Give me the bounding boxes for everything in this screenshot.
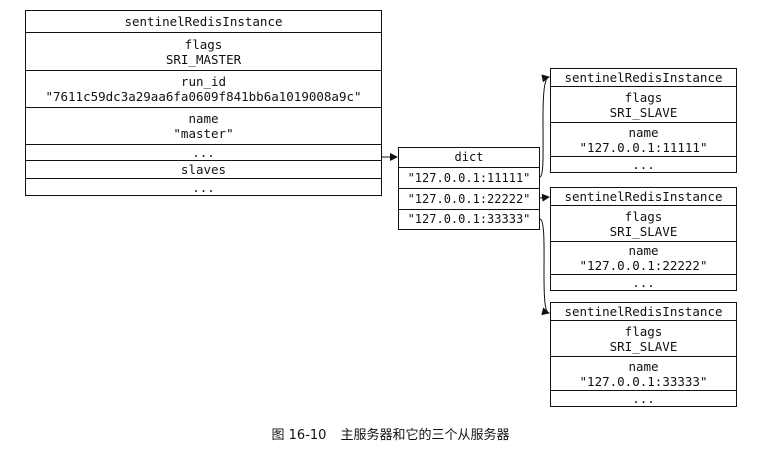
slave-2-name-value: "127.0.0.1:22222" <box>579 258 708 273</box>
master-name-label: name <box>188 111 219 126</box>
master-instance-struct: sentinelRedisInstance flags SRI_MASTER r… <box>25 10 382 196</box>
dict-key-2: "127.0.0.1:22222" <box>407 191 531 206</box>
dict-key-3: "127.0.0.1:33333" <box>407 212 531 226</box>
master-ellipsis-cell-2: ... <box>26 179 381 195</box>
slave-2-name-cell: name "127.0.0.1:22222" <box>551 242 736 275</box>
slave-2-flags-cell: flags SRI_SLAVE <box>551 206 736 242</box>
figure-number: 图 16-10 <box>271 428 327 443</box>
slave-3-name-label: name <box>628 358 659 374</box>
slave-1-title-cell: sentinelRedisInstance <box>551 69 736 87</box>
slave-3-flags-cell: flags SRI_SLAVE <box>551 321 736 357</box>
slave-3-title-cell: sentinelRedisInstance <box>551 303 736 321</box>
slave-1-ellipsis-cell: ... <box>551 157 736 172</box>
master-run-id-value: "7611c59dc3a29aa6fa0609f841bb6a1019008a9… <box>45 89 362 104</box>
figure-caption: 图 16-10 主服务器和它的三个从服务器 <box>0 424 781 443</box>
master-flags-cell: flags SRI_MASTER <box>26 33 381 71</box>
slave-2-ellipsis-cell: ... <box>551 275 736 290</box>
master-ellipsis-1: ... <box>192 145 215 160</box>
dict-key-1: "127.0.0.1:11111" <box>407 170 531 185</box>
slave-instance-struct-2: sentinelRedisInstance flags SRI_SLAVE na… <box>550 187 737 291</box>
master-run-id-label: run_id <box>180 74 227 89</box>
master-flags-value: SRI_MASTER <box>165 51 242 67</box>
slave-3-name-value: "127.0.0.1:33333" <box>579 373 708 389</box>
slave-3-ellipsis: ... <box>632 391 655 406</box>
dict-key-3-to-slave-3-arrow <box>539 218 550 316</box>
master-title: sentinelRedisInstance <box>124 14 283 29</box>
slave-3-title: sentinelRedisInstance <box>564 304 723 319</box>
master-ellipsis-cell-1: ... <box>26 145 381 161</box>
master-run-id-cell: run_id "7611c59dc3a29aa6fa0609f841bb6a10… <box>26 71 381 108</box>
slave-3-ellipsis-cell: ... <box>551 391 736 406</box>
dict-key-cell-2: "127.0.0.1:22222" <box>399 189 539 210</box>
slave-2-flags-value: SRI_SLAVE <box>609 223 678 239</box>
dict-key-2-to-slave-2-arrow <box>539 193 550 202</box>
master-name-value: "master" <box>173 126 234 141</box>
slave-1-flags-cell: flags SRI_SLAVE <box>551 87 736 123</box>
slave-1-flags-label: flags <box>624 89 663 105</box>
slave-3-name-cell: name "127.0.0.1:33333" <box>551 357 736 391</box>
slave-2-flags-label: flags <box>624 208 663 224</box>
slave-2-title-cell: sentinelRedisInstance <box>551 188 736 206</box>
dict-key-1-to-slave-1-arrow <box>539 74 550 178</box>
slave-1-name-value: "127.0.0.1:11111" <box>579 139 708 155</box>
slave-3-flags-value: SRI_SLAVE <box>609 338 678 354</box>
master-title-cell: sentinelRedisInstance <box>26 11 381 33</box>
slave-1-name-label: name <box>628 124 659 140</box>
master-name-cell: name "master" <box>26 108 381 145</box>
dict-title: dict <box>454 150 484 164</box>
slave-1-name-cell: name "127.0.0.1:11111" <box>551 123 736 157</box>
slave-instance-struct-3: sentinelRedisInstance flags SRI_SLAVE na… <box>550 302 737 407</box>
slave-1-ellipsis: ... <box>632 157 655 172</box>
slave-2-ellipsis: ... <box>632 275 655 290</box>
dict-title-cell: dict <box>399 148 539 168</box>
dict-key-cell-3: "127.0.0.1:33333" <box>399 210 539 229</box>
master-slaves-label: slaves <box>180 162 227 177</box>
master-slaves-cell: slaves <box>26 161 381 179</box>
slave-1-flags-value: SRI_SLAVE <box>609 104 678 120</box>
slave-3-flags-label: flags <box>624 323 663 339</box>
dict-key-cell-1: "127.0.0.1:11111" <box>399 168 539 189</box>
dict-struct: dict "127.0.0.1:11111" "127.0.0.1:22222"… <box>398 147 540 230</box>
master-flags-label: flags <box>184 36 223 52</box>
slave-2-title: sentinelRedisInstance <box>564 189 723 204</box>
slave-instance-struct-1: sentinelRedisInstance flags SRI_SLAVE na… <box>550 68 737 173</box>
slave-1-title: sentinelRedisInstance <box>564 70 723 85</box>
slave-2-name-label: name <box>628 243 659 258</box>
master-ellipsis-2: ... <box>192 179 215 195</box>
figure-caption-text: 主服务器和它的三个从服务器 <box>340 428 510 443</box>
